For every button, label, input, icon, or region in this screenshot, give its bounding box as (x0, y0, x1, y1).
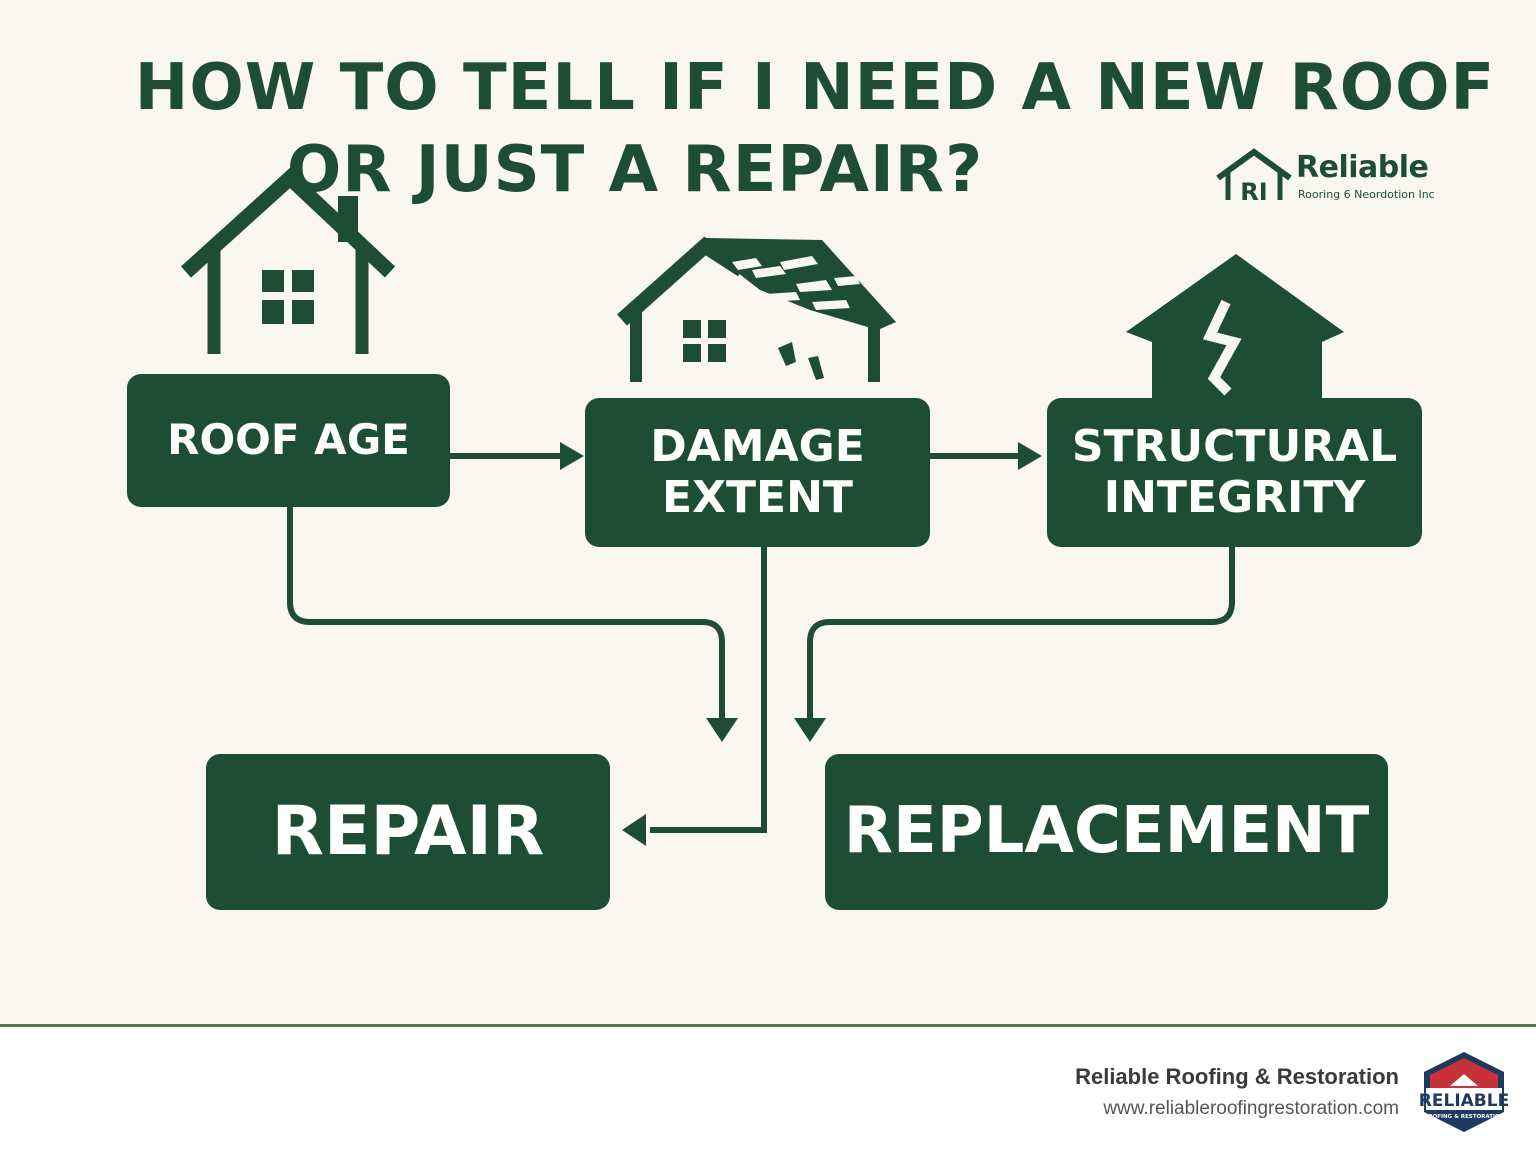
badge-subtext: ROOFING & RESTORATION (1424, 1114, 1505, 1120)
footer-divider (0, 1024, 1536, 1027)
title-line-2: OR JUST A REPAIR? (286, 133, 984, 207)
brand-name: Reliable (1296, 150, 1429, 185)
node-damage-extent: DAMAGE EXTENT (585, 398, 930, 547)
footer-website-url: www.reliableroofingrestoration.com (1103, 1098, 1399, 1119)
node-structural-integrity: STRUCTURAL INTEGRITY (1047, 398, 1422, 547)
brand-logo: RI Reliable Rooring 6 Neordotion Inc (1214, 148, 1444, 208)
brand-house-icon: RI (1216, 148, 1292, 206)
brand-tagline: Rooring 6 Neordotion Inc (1298, 188, 1435, 201)
node-replacement-label: REPLACEMENT (843, 794, 1370, 869)
node-roof-age-label: ROOF AGE (167, 415, 410, 465)
node-structural-integrity-line-2: INTEGRITY (1103, 471, 1366, 523)
node-replacement: REPLACEMENT (825, 754, 1388, 910)
footer-company-name: Reliable Roofing & Restoration (1075, 1064, 1399, 1089)
node-roof-age: ROOF AGE (127, 374, 450, 507)
node-damage-extent-line-2: EXTENT (662, 471, 853, 523)
brand-icon-letters: RI (1240, 178, 1267, 206)
title-line-1: HOW TO TELL IF I NEED A NEW ROOF (134, 51, 1496, 125)
node-structural-integrity-line-1: STRUCTURAL (1071, 420, 1398, 472)
node-repair: REPAIR (206, 754, 610, 910)
node-repair-label: REPAIR (271, 791, 545, 871)
footer-badge-logo: RELIABLE ROOFING & RESTORATION (1419, 1052, 1509, 1132)
badge-text: RELIABLE (1419, 1091, 1509, 1111)
node-damage-extent-line-1: DAMAGE (650, 420, 865, 472)
